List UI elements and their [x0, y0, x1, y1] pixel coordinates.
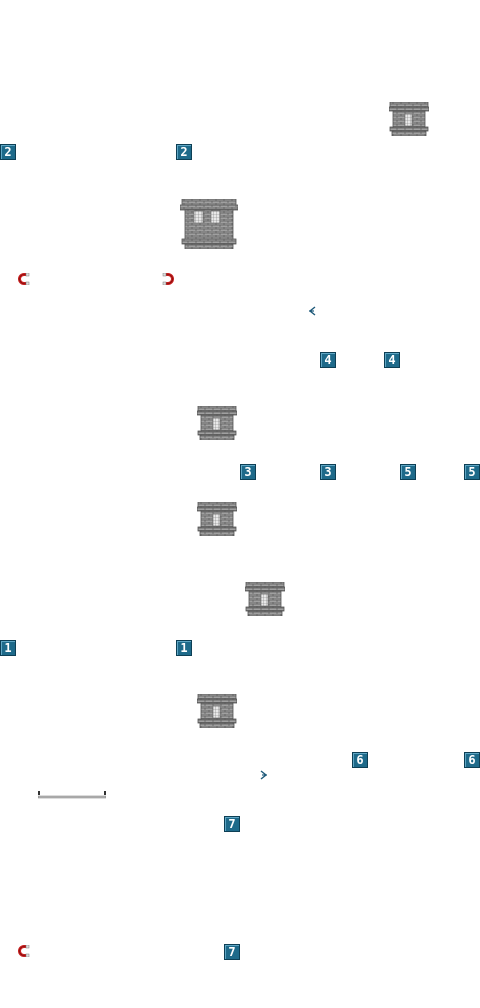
level-tile-1b[interactable]: 1 — [176, 640, 192, 656]
level-tile-7b[interactable]: 7 — [224, 944, 240, 960]
level-tile-1a[interactable]: 1 — [0, 640, 16, 656]
castle-tower-icon — [245, 582, 285, 616]
platform-icon — [38, 791, 106, 799]
level-tile-5a[interactable]: 5 — [400, 464, 416, 480]
level-tile-2b[interactable]: 2 — [176, 144, 192, 160]
level-tile-4b[interactable]: 4 — [384, 352, 400, 368]
level-tile-2a[interactable]: 2 — [0, 144, 16, 160]
level-tile-3b[interactable]: 3 — [320, 464, 336, 480]
large-castle-tower-icon — [180, 199, 238, 249]
castle-tower-icon — [197, 694, 237, 728]
level-tile-3a[interactable]: 3 — [240, 464, 256, 480]
castle-tower-icon — [197, 502, 237, 536]
level-tile-6b[interactable]: 6 — [464, 752, 480, 768]
castle-tower-icon — [389, 102, 429, 136]
fan-icon — [308, 306, 316, 316]
level-tile-6a[interactable]: 6 — [352, 752, 368, 768]
magnet-icon — [162, 273, 174, 285]
level-tile-7a[interactable]: 7 — [224, 816, 240, 832]
level-tile-4a[interactable]: 4 — [320, 352, 336, 368]
castle-tower-icon — [197, 406, 237, 440]
magnet-icon — [18, 945, 30, 957]
magnet-icon — [18, 273, 30, 285]
fan-icon — [260, 770, 268, 780]
level-tile-5b[interactable]: 5 — [464, 464, 480, 480]
